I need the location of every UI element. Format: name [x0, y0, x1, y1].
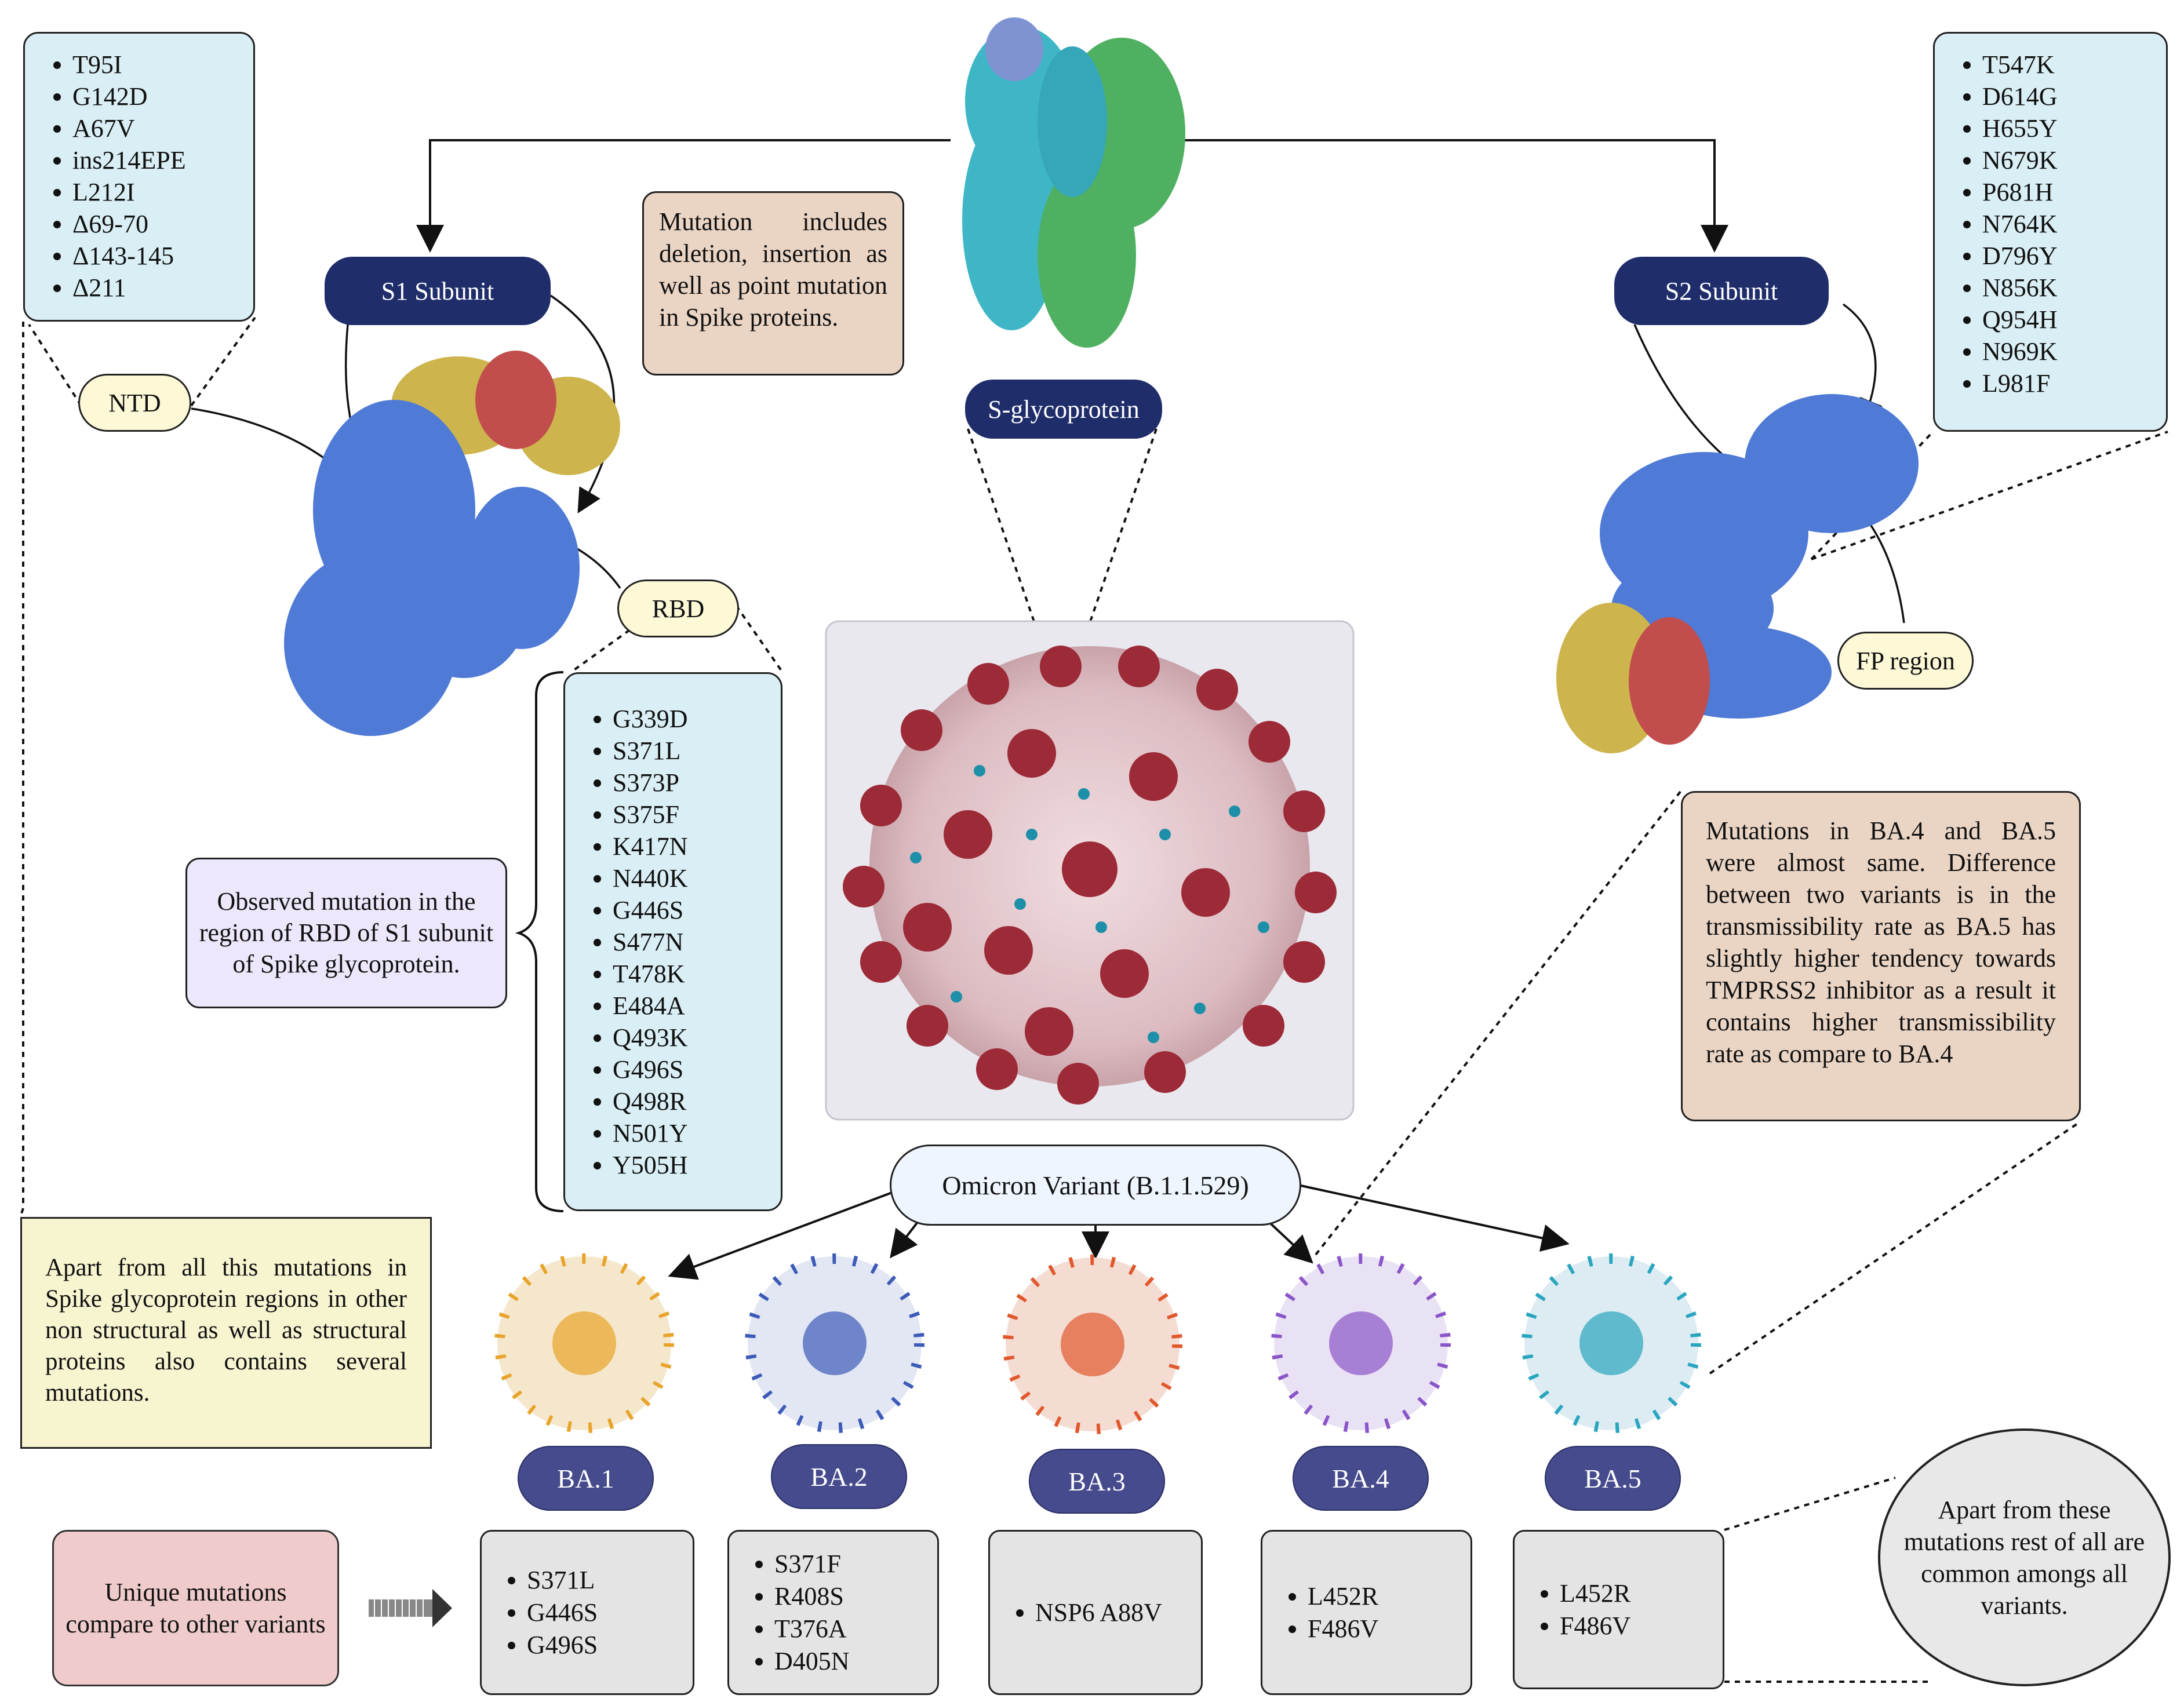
mutation-item: G446S	[527, 1597, 598, 1629]
mutation-item: T547K	[1982, 49, 2154, 81]
mutation-item: D405N	[774, 1645, 850, 1678]
striped-arrow	[369, 1589, 452, 1627]
ba2-mutation-list: S371FR408ST376AD405N	[744, 1548, 850, 1678]
mutation-item: R408S	[774, 1580, 850, 1613]
rbd-mutation-list: G339DS371LS373PS375FK417NN440KG446SS477N…	[583, 703, 769, 1181]
rbd-mutation-box: G339DS371LS373PS375FK417NN440KG446SS477N…	[563, 672, 782, 1211]
mutation-item: N679K	[1982, 144, 2154, 176]
s2-subunit-pill: S2 Subunit	[1614, 257, 1829, 325]
ba1-pill: BA.1	[518, 1446, 654, 1511]
mutation-item: Δ69-70	[72, 208, 242, 240]
mutation-item: K417N	[613, 830, 769, 862]
mutation-item: E484A	[613, 990, 769, 1022]
ntd-mutation-list: T95IG142DA67Vins214EPEL212IΔ69-70Δ143-14…	[42, 49, 242, 304]
mutation-types-note: Mutation includes deletion, insertion as…	[642, 191, 904, 376]
fp-region-tag: FP region	[1837, 632, 1974, 690]
ba1-mutation-list: S371LG446SG496S	[497, 1564, 598, 1661]
variant-virus-graphics	[494, 1253, 1701, 1434]
rbd-observed-note: Observed mutation in the region of RBD o…	[185, 858, 507, 1008]
ba1-mutation-box: S371LG446SG496S	[480, 1530, 694, 1695]
ba5-pill: BA.5	[1545, 1446, 1681, 1511]
s1-protein-graphic	[284, 351, 620, 736]
mutation-item: Q954H	[1982, 304, 2154, 336]
mutation-item: G496S	[527, 1629, 598, 1661]
mutation-item: N440K	[613, 862, 769, 894]
ba45-note: Mutations in BA.4 and BA.5 were almost s…	[1681, 791, 2081, 1121]
mutation-item: T478K	[613, 958, 769, 990]
ntd-tag: NTD	[78, 374, 191, 432]
mutation-item: L452R	[1560, 1577, 1630, 1610]
mutation-item: S373P	[613, 767, 769, 799]
mutation-item: S371L	[613, 735, 769, 767]
virus-graphic	[825, 620, 1355, 1121]
rbd-tag: RBD	[617, 580, 739, 637]
mutation-item: G142D	[72, 81, 242, 112]
mutation-item: S375F	[613, 799, 769, 830]
mutation-item: Δ211	[72, 272, 242, 304]
s2-mutation-box: T547KD614GH655YN679KP681HN764KD796YN856K…	[1933, 32, 2168, 432]
omicron-variant-pill: Omicron Variant (B.1.1.529)	[890, 1145, 1301, 1226]
mutation-item: D796Y	[1982, 240, 2154, 272]
ba3-mutation-list: NSP6 A88V	[1005, 1597, 1162, 1629]
mutation-item: N764K	[1982, 208, 2154, 240]
mutation-item: N969K	[1982, 336, 2154, 367]
ba2-mutation-box: S371FR408ST376AD405N	[727, 1530, 939, 1695]
mutation-item: S477N	[613, 926, 769, 958]
mutation-item: T376A	[774, 1613, 850, 1645]
mutation-item: D614G	[1982, 81, 2154, 112]
arrow-to-s2	[1153, 139, 1728, 253]
common-mutations-note: Apart from these mutations rest of all a…	[1878, 1428, 2171, 1686]
mutation-item: G446S	[613, 894, 769, 926]
mutation-item: S371L	[527, 1564, 598, 1597]
mutation-item: Δ143-145	[72, 240, 242, 272]
spike-trimer-graphic	[962, 17, 1185, 348]
mutation-item: Q498R	[613, 1085, 769, 1117]
mutation-item: Q493K	[613, 1022, 769, 1054]
s-glycoprotein-pill: S-glycoprotein	[965, 380, 1162, 439]
mutation-item: A67V	[72, 112, 242, 144]
mutation-item: L981F	[1982, 367, 2154, 399]
mutation-item: Y505H	[613, 1149, 769, 1181]
ntd-mutation-box: T95IG142DA67Vins214EPEL212IΔ69-70Δ143-14…	[23, 32, 255, 322]
mutation-item: L452R	[1308, 1580, 1378, 1613]
ba3-mutation-box: NSP6 A88V	[988, 1530, 1203, 1695]
mutation-item: T95I	[72, 49, 242, 81]
mutation-item: H655Y	[1982, 112, 2154, 144]
apart-note: Apart from all this mutations in Spike g…	[20, 1217, 432, 1449]
ba5-mutation-box: L452RF486V	[1513, 1530, 1724, 1689]
mutation-item: NSP6 A88V	[1035, 1597, 1162, 1629]
arrow-to-s1	[416, 139, 951, 253]
mutation-item: P681H	[1982, 176, 2154, 208]
s1-subunit-pill: S1 Subunit	[325, 257, 551, 325]
mutation-item: F486V	[1308, 1613, 1378, 1645]
ba3-pill: BA.3	[1029, 1449, 1165, 1514]
s2-protein-graphic	[1556, 394, 1919, 753]
mutation-item: F486V	[1560, 1610, 1630, 1642]
mutation-item: S371F	[774, 1548, 850, 1580]
mutation-item: N501Y	[613, 1117, 769, 1149]
s2-mutation-list: T547KD614GH655YN679KP681HN764KD796YN856K…	[1952, 49, 2154, 399]
ba4-pill: BA.4	[1293, 1446, 1429, 1511]
mutation-item: N856K	[1982, 272, 2154, 304]
ba5-mutation-list: L452RF486V	[1530, 1577, 1630, 1642]
mutation-item: G496S	[613, 1054, 769, 1085]
ba2-pill: BA.2	[771, 1444, 907, 1509]
unique-mutations-note: Unique mutations compare to other varian…	[52, 1530, 339, 1686]
ba4-mutation-box: L452RF486V	[1261, 1530, 1472, 1695]
ba4-mutation-list: L452RF486V	[1277, 1580, 1378, 1645]
mutation-item: ins214EPE	[72, 144, 242, 176]
mutation-item: L212I	[72, 176, 242, 208]
mutation-item: G339D	[613, 703, 769, 735]
